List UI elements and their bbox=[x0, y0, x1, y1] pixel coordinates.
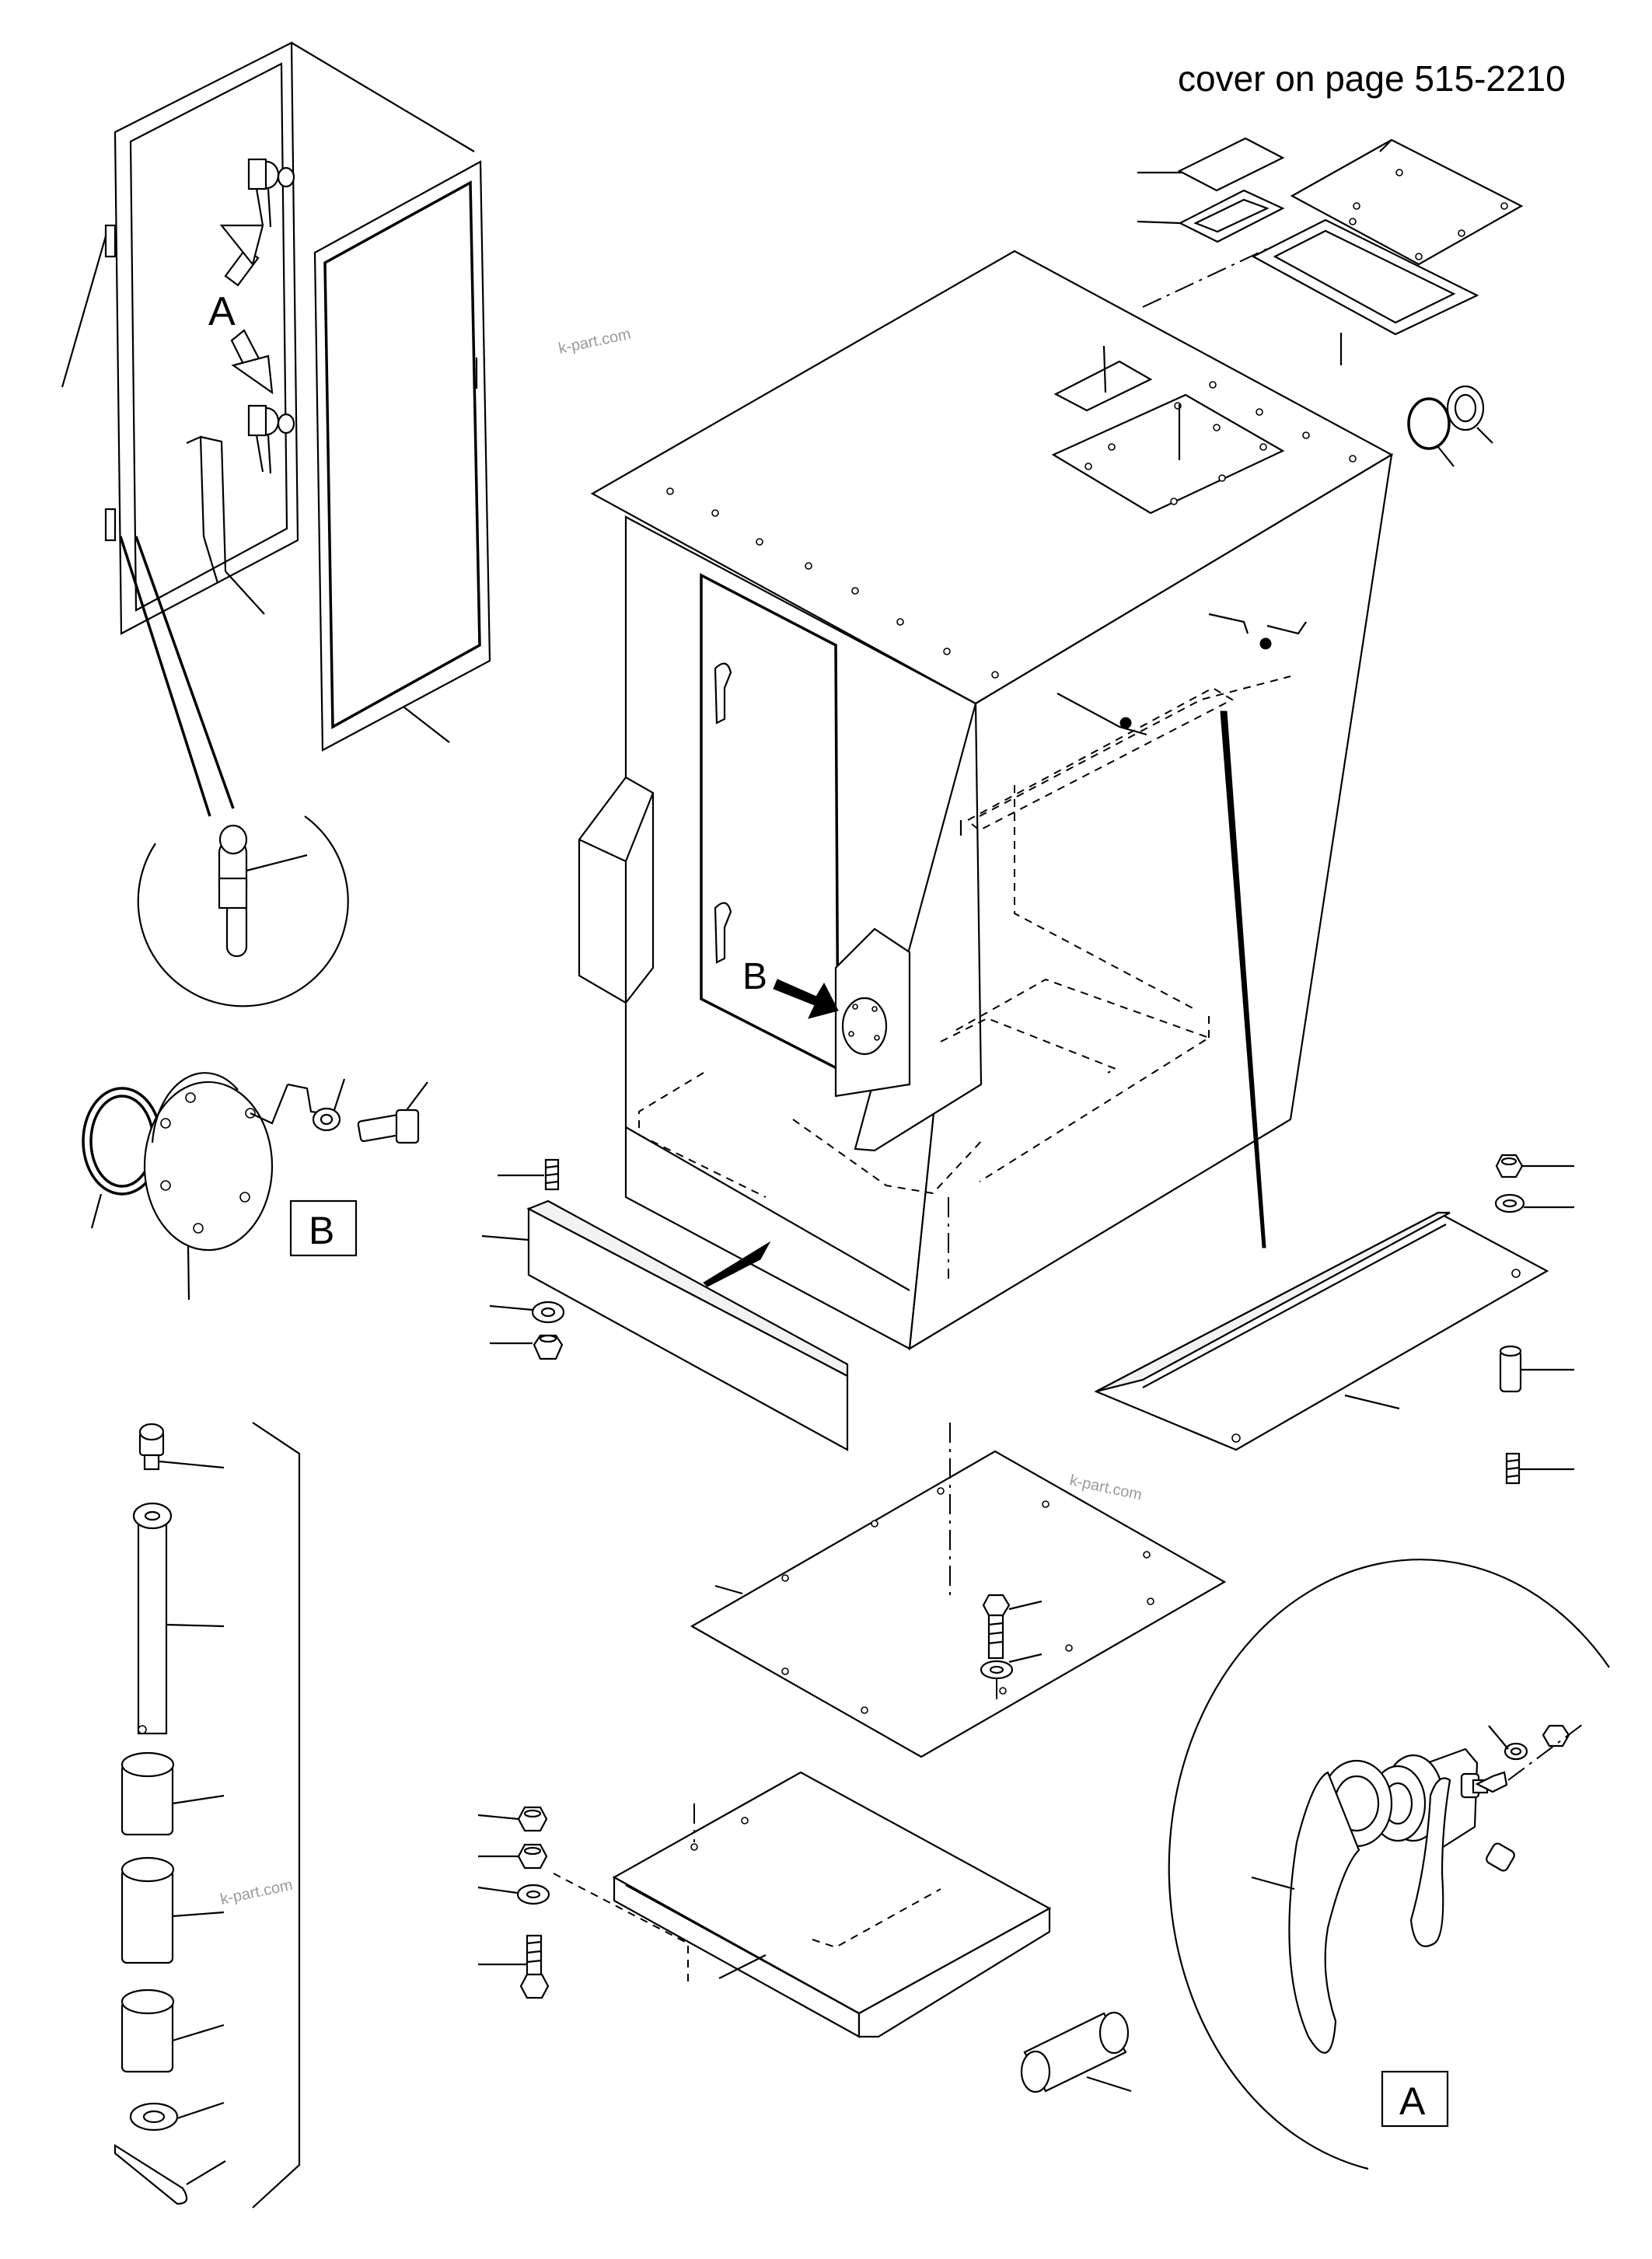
base-plate bbox=[690, 1423, 1227, 1758]
vent-plug bbox=[1407, 385, 1493, 467]
cabinet-interior-dashes bbox=[638, 676, 1291, 1279]
detail-a-box-letter: A bbox=[1399, 2079, 1426, 2123]
door-panel bbox=[61, 41, 475, 635]
skirt-stud bbox=[498, 1158, 560, 1191]
cabinet-side-dashed-bracket bbox=[959, 613, 1307, 836]
cover-page-note: cover on page 515-2210 bbox=[1178, 58, 1566, 99]
tray-stud bbox=[1505, 1452, 1574, 1485]
skirt-arrow bbox=[703, 1241, 771, 1287]
detail-a-callout-letter: A bbox=[208, 289, 236, 334]
cover-label-plate bbox=[1137, 137, 1285, 192]
cover-gasket-small bbox=[1137, 189, 1285, 243]
roof-cover-plate bbox=[1290, 138, 1524, 266]
inspection-cover-plate bbox=[143, 1072, 323, 1301]
roof-inspection-panel bbox=[1051, 248, 1285, 515]
door-gasket-frame bbox=[313, 160, 491, 752]
detail-b-callout-letter: B bbox=[742, 956, 767, 997]
lock-washer-b bbox=[312, 1078, 346, 1132]
bolt-b bbox=[357, 1081, 428, 1144]
watermark-4: k-part.com bbox=[218, 1877, 294, 1908]
slab-bolt-stack bbox=[477, 1806, 689, 1999]
lock-handle-detail bbox=[1168, 1559, 1610, 2170]
watermark-1: k-part.com bbox=[557, 326, 632, 358]
inspection-opening: B bbox=[742, 927, 911, 1098]
slab-block bbox=[612, 1771, 1052, 2038]
door-handle-lower bbox=[247, 404, 295, 474]
detail-a-label-box: A bbox=[1381, 2070, 1449, 2128]
door-handle-upper bbox=[247, 158, 295, 228]
left-skirt-panel bbox=[481, 1199, 849, 1451]
detail-a-callout: A bbox=[208, 224, 274, 395]
tray-washer bbox=[1494, 1193, 1574, 1213]
base-bolt bbox=[980, 1594, 1043, 1702]
detail-b-box-letter: B bbox=[309, 1209, 334, 1252]
roof-cover-gasket bbox=[1251, 218, 1479, 365]
door-hinge-bar bbox=[186, 435, 265, 615]
skirt-nut bbox=[490, 1334, 564, 1360]
tray-spacer bbox=[1499, 1345, 1574, 1393]
cabinet-drain-rod bbox=[1220, 711, 1266, 1248]
cabinet-side-handle-box bbox=[578, 776, 655, 1004]
hinge-pin-assembly bbox=[114, 1422, 301, 2208]
skirt-washer bbox=[489, 1301, 565, 1324]
tray-nut bbox=[1495, 1154, 1574, 1178]
detail-b-label-box: B bbox=[289, 1199, 358, 1257]
hinge-pin-detail bbox=[119, 536, 349, 1007]
drip-tray bbox=[1094, 1211, 1549, 1451]
slab-roller bbox=[1020, 2011, 1132, 2093]
